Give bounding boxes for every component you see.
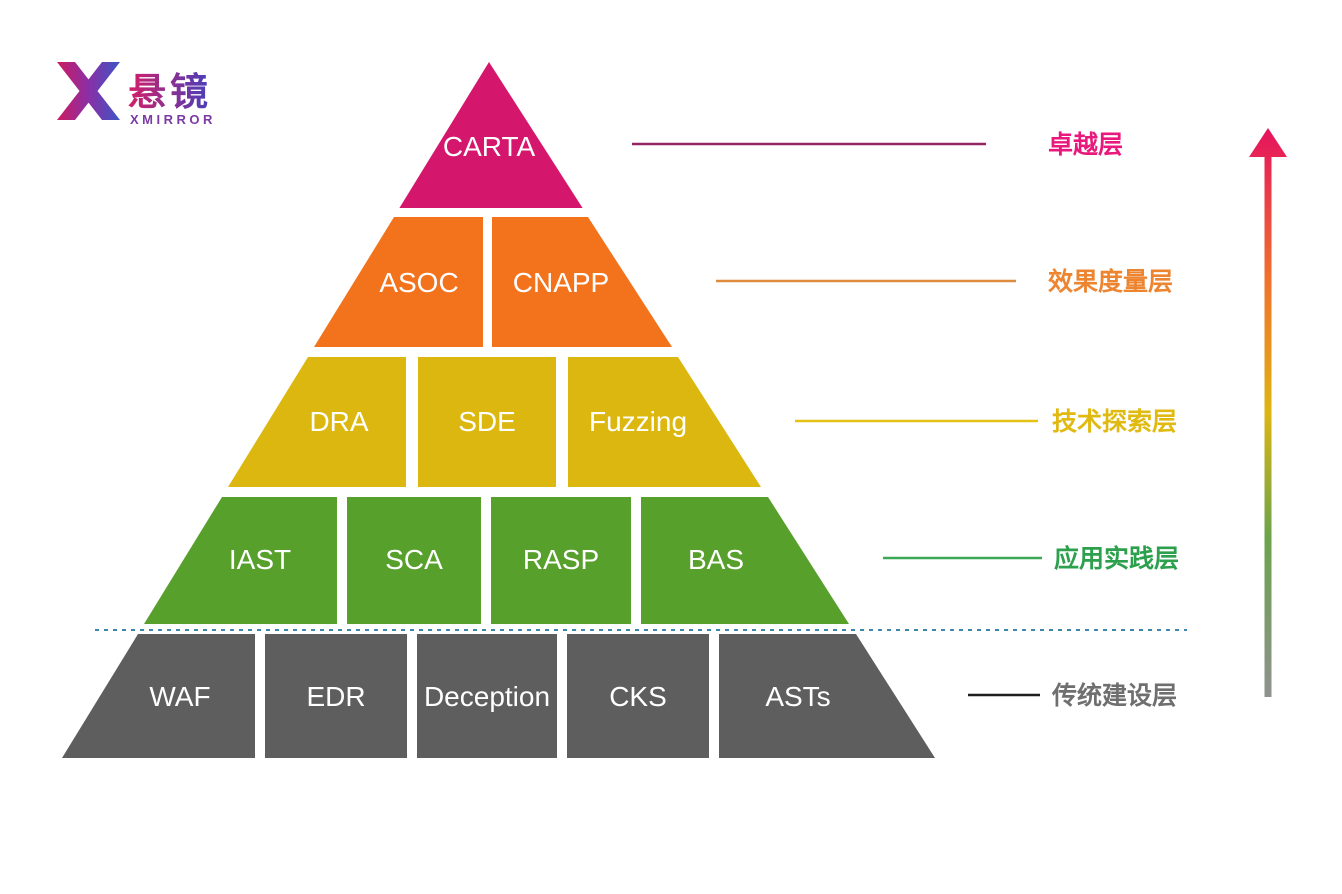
block-deception <box>417 634 557 758</box>
block-deception-label: Deception <box>424 681 550 712</box>
block-iast-label: IAST <box>229 544 291 575</box>
logo-subtitle: XMIRROR <box>130 112 216 127</box>
block-asts-label: ASTs <box>765 681 830 712</box>
block-cnapp-label: CNAPP <box>513 267 609 298</box>
block-dra <box>228 357 406 487</box>
block-cks-label: CKS <box>609 681 667 712</box>
block-dra-label: DRA <box>309 406 368 437</box>
block-cks <box>567 634 709 758</box>
logo-name: 悬镜 <box>128 72 212 114</box>
block-bas-label: BAS <box>688 544 744 575</box>
block-sde <box>418 357 556 487</box>
layer-3-label: 技术探索层 <box>1052 408 1177 436</box>
xmirror-logo-icon <box>57 62 120 120</box>
block-waf <box>62 634 255 758</box>
arrow-head <box>1249 128 1287 157</box>
block-rasp <box>491 497 631 624</box>
block-asoc <box>314 217 483 347</box>
xmirror-logo: 悬镜 XMIRROR <box>57 62 216 127</box>
block-cnapp <box>492 217 672 347</box>
block-asts <box>719 634 935 758</box>
block-iast <box>144 497 337 624</box>
block-fuzzing <box>568 357 761 487</box>
block-rasp-label: RASP <box>523 544 599 575</box>
layer-1-label: 卓越层 <box>1048 131 1123 159</box>
layer-4-label: 应用实践层 <box>1054 544 1179 573</box>
arrow-shaft <box>1264 152 1272 697</box>
block-sca-label: SCA <box>385 544 443 575</box>
layer-2-label: 效果度量层 <box>1048 267 1173 296</box>
block-sde-label: SDE <box>458 406 516 437</box>
block-waf-label: WAF <box>149 681 210 712</box>
maturity-up-arrow-icon <box>1249 128 1287 697</box>
block-bas <box>641 497 849 624</box>
block-carta-label: CARTA <box>443 131 536 162</box>
block-carta <box>399 62 583 208</box>
block-asoc-label: ASOC <box>379 267 458 298</box>
block-sca <box>347 497 481 624</box>
layer-5-label: 传统建设层 <box>1051 681 1177 710</box>
block-edr-label: EDR <box>306 681 365 712</box>
block-fuzzing-label: Fuzzing <box>589 406 687 437</box>
logo-icon-bar-ascending <box>57 62 120 120</box>
block-edr <box>265 634 407 758</box>
